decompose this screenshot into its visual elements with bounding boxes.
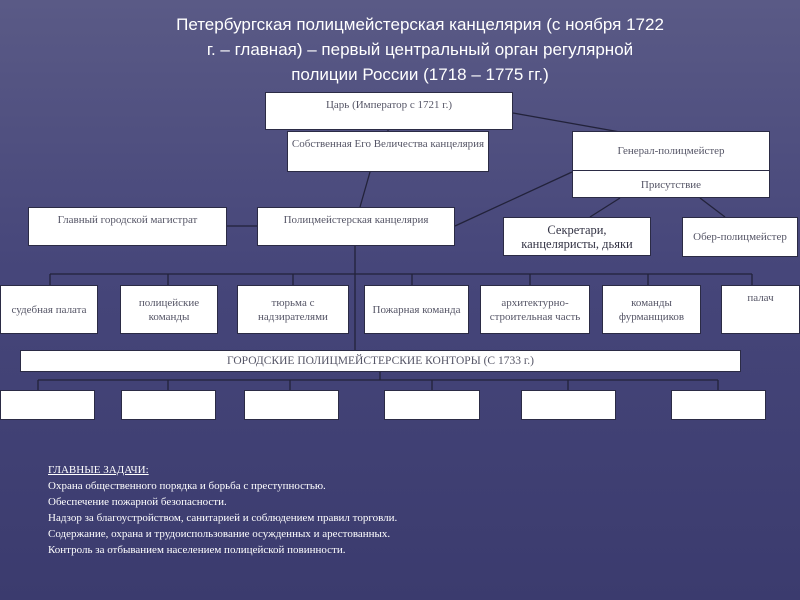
- node-court-label: судебная палата: [11, 303, 87, 316]
- node-main-magistrat: Главный городской магистрат: [28, 207, 227, 246]
- node-executioner-label: палач: [747, 292, 774, 304]
- node-police-chancellery-label: Полицмейстерская канцелярия: [283, 214, 429, 226]
- title-line-3: полиции России (1718 – 1775 гг.): [291, 65, 549, 84]
- line-tsar-general: [512, 112, 621, 133]
- node-fire-team-label: Пожарная команда: [372, 303, 461, 316]
- line-chancellery-police: [359, 171, 371, 208]
- line-general-police: [454, 171, 573, 227]
- node-police-teams-label: полицейские команды: [138, 296, 200, 323]
- node-general-police-header: Генерал-полицмейстер: [573, 132, 769, 171]
- task-item: Охрана общественного порядка и борьба с …: [48, 480, 326, 492]
- node-tsar: Царь (Император с 1721 г.): [265, 92, 513, 130]
- node-fire-team: Пожарная команда: [364, 285, 469, 334]
- node-wagon-teams-label: команды фурманщиков: [618, 296, 685, 323]
- node-tsar-label: Царь (Император с 1721 г.): [325, 99, 452, 111]
- node-executioner: палач: [721, 285, 800, 334]
- task-item: Надзор за благоустройством, санитарией и…: [48, 512, 398, 524]
- node-secretaries-label: Секретари, канцеляристы, дьяки: [521, 222, 633, 251]
- main-tasks: ГЛАВНЫЕ ЗАДАЧИ: Охрана общественного пор…: [48, 462, 608, 558]
- node-police-teams: полицейские команды: [120, 285, 218, 334]
- node-city-offices-label: ГОРОДСКИЕ ПОЛИЦМЕЙСТЕРСКИЕ КОНТОРЫ (С 17…: [227, 355, 534, 367]
- office-box-6: [671, 390, 766, 420]
- tasks-heading: ГЛАВНЫЕ ЗАДАЧИ:: [48, 464, 149, 476]
- node-police-chancellery: Полицмейстерская канцелярия: [257, 207, 455, 246]
- node-secretaries: Секретари, канцеляристы, дьяки: [503, 217, 651, 256]
- node-own-chancellery: Собственная Его Величества канцелярия: [287, 131, 489, 172]
- line-general-secretaries: [589, 197, 621, 218]
- office-box-3: [244, 390, 339, 420]
- node-ober-police-label: Обер-полицмейстер: [693, 231, 787, 243]
- node-city-offices: ГОРОДСКИЕ ПОЛИЦМЕЙСТЕРСКИЕ КОНТОРЫ (С 17…: [20, 350, 741, 372]
- line-general-ober: [699, 197, 726, 218]
- office-box-1: [0, 390, 95, 420]
- node-general-police-label: Генерал-полицмейстер: [617, 145, 725, 157]
- task-item: Содержание, охрана и трудоиспользование …: [48, 528, 391, 540]
- node-own-chancellery-label: Собственная Его Величества канцелярия: [291, 138, 485, 150]
- node-prisutstvie-label: Присутствие: [640, 178, 702, 191]
- node-prisutstvie: Присутствие: [573, 171, 769, 198]
- title-line-2: г. – главная) – первый центральный орган…: [206, 40, 634, 59]
- office-box-4: [384, 390, 480, 420]
- node-court: судебная палата: [0, 285, 98, 334]
- node-general-police: Генерал-полицмейстер Присутствие: [572, 131, 770, 198]
- office-box-5: [521, 390, 616, 420]
- node-prison: тюрьма с надзирателями: [237, 285, 349, 334]
- node-main-magistrat-label: Главный городской магистрат: [57, 214, 198, 226]
- node-architecture-label: архитектурно-строительная часть: [489, 296, 581, 323]
- node-architecture: архитектурно-строительная часть: [480, 285, 590, 334]
- office-box-2: [121, 390, 216, 420]
- title-line-1: Петербургская полицмейстерская канцеляри…: [176, 15, 664, 34]
- node-prison-label: тюрьма с надзирателями: [258, 296, 328, 323]
- task-item: Обеспечение пожарной безопасности.: [48, 496, 227, 508]
- page-title: Петербургская полицмейстерская канцеляри…: [120, 12, 720, 87]
- task-item: Контроль за отбыванием населением полице…: [48, 544, 346, 556]
- node-ober-police: Обер-полицмейстер: [682, 217, 798, 257]
- node-wagon-teams: команды фурманщиков: [602, 285, 701, 334]
